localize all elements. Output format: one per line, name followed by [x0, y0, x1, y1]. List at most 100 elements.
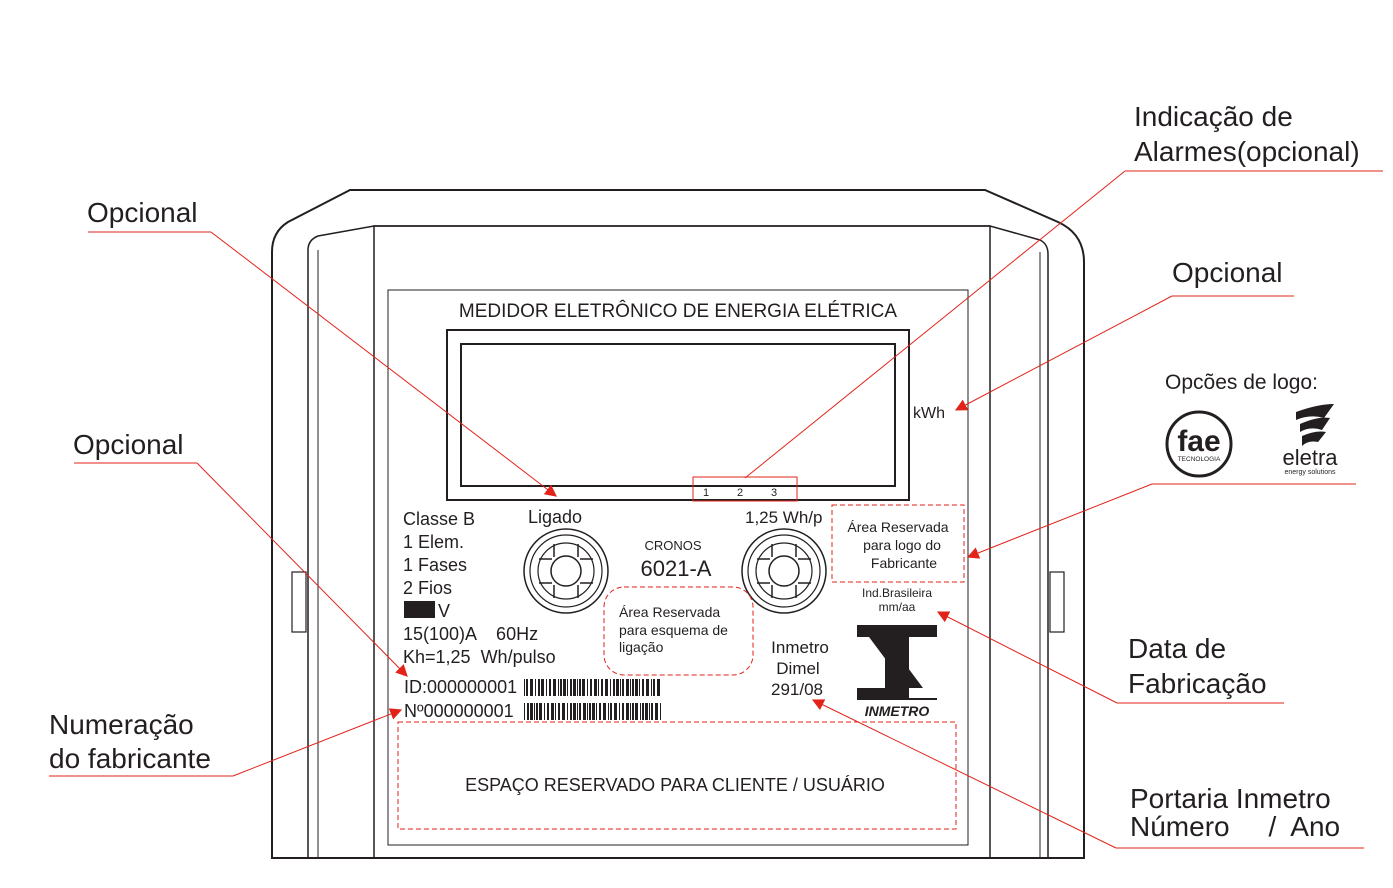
barcode-bar	[630, 679, 631, 696]
barcode-bar	[549, 679, 551, 696]
lcd-display	[446, 329, 910, 501]
spec-elements: 1 Elem.	[403, 532, 464, 552]
barcode-bar	[524, 703, 525, 720]
kh-constant: Kh=1,25 Wh/pulso	[403, 647, 556, 667]
meter-housing	[271, 189, 1085, 859]
barcode-bar	[632, 679, 634, 696]
scheme-area-line: para esquema de	[619, 622, 728, 638]
model-number: 6021-A	[641, 556, 712, 581]
meter-title: MEDIDOR ELETRÔNICO DE ENERGIA ELÉTRICA	[459, 300, 897, 322]
barcode-bar	[583, 703, 586, 720]
callout-label: Data de	[1128, 633, 1226, 664]
barcode-bar	[610, 679, 611, 696]
barcode-bar	[538, 679, 540, 696]
spec-phases: 1 Fases	[403, 555, 467, 575]
scheme-area-line: Área Reservada	[619, 604, 720, 620]
logo-area-line: Área Reservada	[847, 519, 948, 535]
barcode-bar	[626, 703, 629, 720]
client-area-box	[397, 721, 957, 830]
barcode-bar	[577, 679, 578, 696]
callout-manufacture-date: Data de Fabricação	[936, 611, 1284, 704]
barcode-bar	[620, 679, 621, 696]
barcode-bar	[573, 679, 576, 696]
callout-logo-arrow	[966, 483, 1356, 559]
current-frequency: 15(100)A 60Hz	[403, 624, 538, 644]
logo-options: Opcões de logo: fae TECNOLOGIA eletra en…	[1165, 371, 1338, 478]
barcode-bar	[630, 703, 631, 720]
inmetro-line: Inmetro	[771, 638, 829, 657]
inmetro-brand: INMETRO	[865, 703, 930, 719]
serial-number: Nº000000001	[404, 701, 514, 721]
barcode-bar	[590, 679, 592, 696]
barcode-bar	[619, 703, 620, 720]
barcode-bar	[632, 703, 634, 720]
callout-label: Opcional	[1172, 257, 1283, 288]
barcode-serial	[524, 703, 661, 720]
callout-label: Alarmes(opcional)	[1134, 136, 1360, 167]
barcode-bar	[579, 703, 581, 720]
barcode-bar	[553, 679, 556, 696]
barcode-bar	[560, 679, 562, 696]
barcode-bar	[601, 679, 603, 696]
barcode-bar	[558, 703, 560, 720]
barcode-bar	[587, 703, 588, 720]
ind-brasileira: Ind.Brasileira	[862, 586, 932, 600]
barcode-bar	[582, 679, 585, 696]
barcode-bar	[524, 679, 525, 696]
barcode-bar	[536, 703, 538, 720]
barcode-bar	[563, 679, 566, 696]
alarm-number: 1	[703, 487, 709, 499]
barcode-bar	[610, 703, 612, 720]
led-pulse-icon	[741, 528, 827, 614]
eletra-logo-icon: eletra energy solutions	[1282, 404, 1338, 476]
voltage-suffix: V	[438, 601, 450, 621]
callout-label: Indicação de	[1134, 101, 1293, 132]
barcode-bar	[567, 703, 568, 720]
barcode-bar	[599, 703, 601, 720]
barcode-bar	[562, 703, 565, 720]
callout-label: Opcional	[73, 429, 184, 460]
barcode-bar	[526, 679, 528, 696]
barcode-bar	[649, 703, 650, 720]
barcode-bar	[605, 679, 608, 696]
barcode-bar	[635, 679, 638, 696]
callout-label: Número / Ano	[1130, 811, 1340, 842]
barcode-bar	[530, 679, 533, 696]
inmetro-seal-icon	[857, 625, 937, 700]
led-ligado-icon	[523, 528, 609, 614]
barcode-bar	[527, 703, 529, 720]
barcode-bar	[640, 703, 641, 720]
barcode-bar	[589, 703, 591, 720]
barcode-bar	[651, 679, 652, 696]
spec-class: Classe B	[403, 509, 475, 529]
alarm-number: 2	[737, 487, 743, 499]
fae-logo-sub: TECNOLOGIA	[1178, 456, 1221, 463]
barcode-bar	[655, 703, 658, 720]
callout-inmetro-ordinance: Portaria Inmetro Número / Ano	[811, 699, 1364, 849]
barcode-bar	[558, 679, 559, 696]
barcode-bar	[541, 679, 544, 696]
barcode-bar	[539, 703, 542, 720]
barcode-bar	[614, 703, 617, 720]
barcode-bar	[603, 703, 606, 720]
barcode-bar	[613, 679, 615, 696]
unit-label: kWh	[913, 405, 945, 422]
barcode-bar	[653, 679, 655, 696]
barcode-bar	[645, 703, 648, 720]
callout-label: Numeração	[49, 709, 194, 740]
callout-manufacturer-number: Numeração do fabricante	[49, 708, 403, 777]
callout-label: do fabricante	[49, 743, 211, 774]
barcode-bar	[570, 679, 572, 696]
barcode-bar	[642, 679, 644, 696]
callout-optional-right: Opcional	[954, 257, 1294, 411]
barcode-bar	[635, 703, 638, 720]
meter-id: ID:000000001	[404, 677, 517, 697]
eletra-logo-text: eletra	[1282, 445, 1338, 470]
eletra-logo-sub: energy solutions	[1285, 469, 1336, 476]
barcode-bar	[651, 703, 653, 720]
barcode-bar	[608, 703, 609, 720]
fae-logo-text: fae	[1177, 425, 1220, 458]
callout-alarms: Indicação de Alarmes(opcional)	[744, 101, 1383, 479]
barcode-bar	[592, 703, 595, 720]
alarm-indicators: 1 2 3	[692, 476, 798, 502]
